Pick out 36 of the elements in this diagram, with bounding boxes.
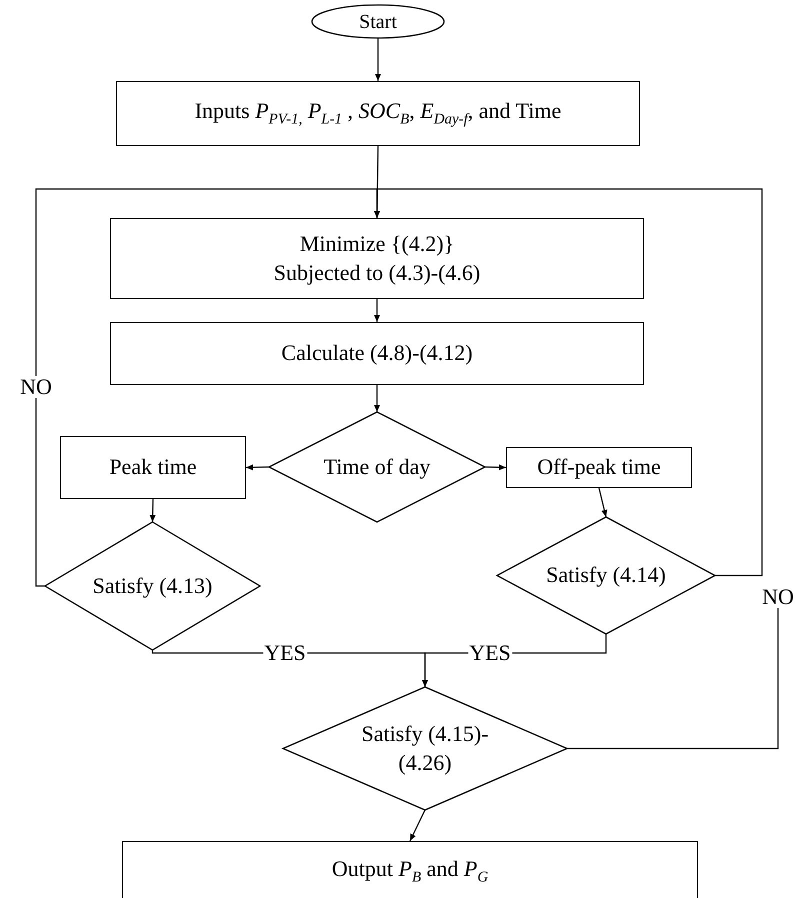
process-box: [122, 841, 698, 898]
node-text: Start: [359, 10, 397, 34]
decision-diamond: [497, 517, 715, 634]
arrow: [598, 488, 608, 518]
process-box: [110, 218, 644, 299]
connector-line: [567, 607, 779, 750]
arrow: [484, 464, 506, 470]
node-text: Subjected to (4.3)-(4.6): [274, 258, 480, 287]
arrow: [374, 385, 380, 412]
decision-diamond: [283, 687, 567, 810]
arrow: [374, 188, 763, 576]
node-text: Inputs P$_{PV-1,}$ P$_{L-1}$ , SOC$_{B}$, E$_{Day-f}$, and Time: [194, 97, 562, 130]
edge-label: NO: [761, 586, 795, 608]
edge-label: NO: [19, 376, 53, 398]
process-box: [506, 447, 692, 488]
arrow: [246, 464, 270, 470]
node-text: Output P$_{B}$ and P$_{G}$: [332, 855, 488, 888]
process-box: [110, 322, 644, 385]
node-text: Time of day: [324, 452, 430, 481]
node-text: Calculate (4.8)-(4.12): [281, 339, 473, 368]
process-box: [116, 81, 640, 146]
decision-diamond: [269, 412, 485, 522]
arrow: [374, 299, 380, 322]
decision-diamond: [45, 522, 260, 650]
node-text: Satisfy (4.15)-(4.26): [360, 720, 490, 777]
arrow: [150, 498, 156, 522]
arrow: [409, 810, 426, 842]
node-text: Minimize {(4.2)}: [300, 230, 454, 258]
node-text: Satisfy (4.14): [546, 561, 666, 590]
node-text: Peak time: [109, 453, 197, 482]
start-terminal: [312, 5, 444, 38]
process-box: [60, 436, 246, 499]
arrow: [374, 146, 380, 218]
node-text: Satisfy (4.13): [92, 572, 212, 600]
node-text: Off-peak time: [537, 453, 661, 482]
arrow: [375, 38, 381, 81]
